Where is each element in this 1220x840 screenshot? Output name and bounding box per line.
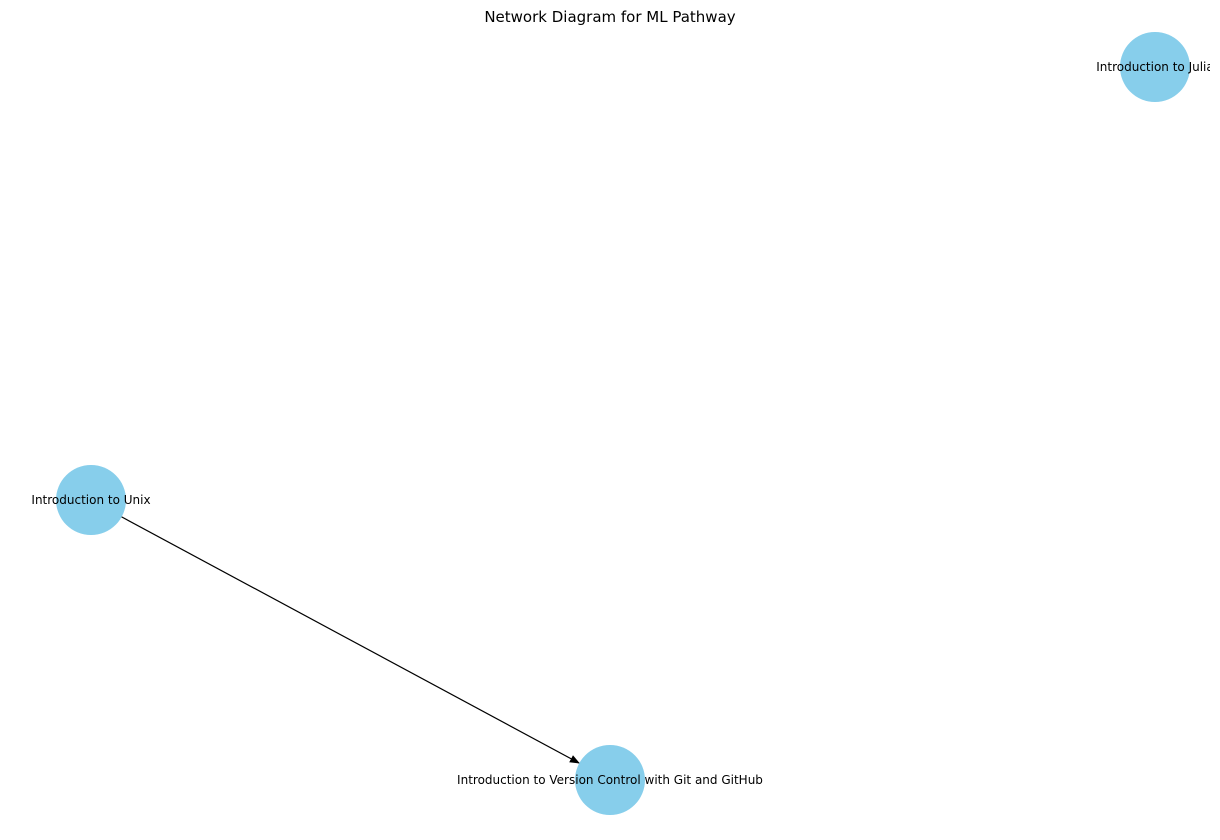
- node-git-label: Introduction to Version Control with Git…: [457, 773, 763, 787]
- edge-unix-to-git: [119, 515, 580, 764]
- node-unix-label: Introduction to Unix: [31, 493, 150, 507]
- node-unix: Introduction to Unix: [31, 465, 151, 535]
- node-julia-label: Introduction to Julia: [1096, 60, 1214, 74]
- node-julia-circle: [1120, 32, 1190, 102]
- node-git-circle: [575, 745, 645, 815]
- diagram-title: Network Diagram for ML Pathway: [484, 8, 735, 26]
- node-git: Introduction to Version Control with Git…: [457, 745, 763, 815]
- node-unix-circle: [56, 465, 126, 535]
- node-julia: Introduction to Julia: [1096, 32, 1214, 102]
